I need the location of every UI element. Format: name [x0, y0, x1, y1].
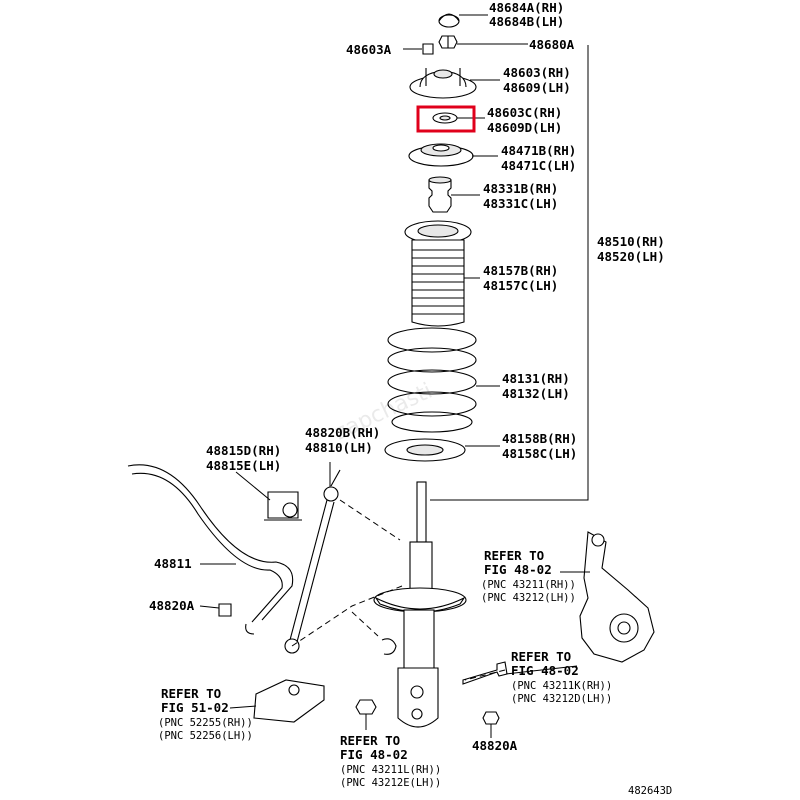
ref-knuckle-pnc-lh: (PNC 43212(LH))	[481, 592, 576, 604]
label-48331C[interactable]: 48331C(LH)	[483, 196, 558, 211]
ref-nut-fig[interactable]: FIG 48-02	[340, 747, 408, 762]
support-mount-48603[interactable]	[409, 68, 477, 99]
label-48815D[interactable]: 48815D(RH)	[206, 443, 281, 458]
label-48684B[interactable]: 48684B(LH)	[489, 14, 564, 29]
cap-48684[interactable]	[438, 13, 460, 28]
label-48609[interactable]: 48609(LH)	[503, 80, 571, 95]
shock-absorber-strut[interactable]	[373, 481, 467, 728]
label-48684A[interactable]: 48684A(RH)	[489, 0, 564, 15]
ref-nut-line1: REFER TO	[340, 733, 400, 748]
label-48131[interactable]: 48131(RH)	[502, 371, 570, 386]
assembly-bracket-48510	[430, 45, 589, 501]
label-48820A-left[interactable]: 48820A	[149, 598, 195, 613]
label-48810[interactable]: 48810(LH)	[305, 440, 373, 455]
steering-knuckle[interactable]	[579, 531, 655, 663]
stabilizer-bar-48811[interactable]	[127, 464, 294, 635]
label-48811[interactable]: 48811	[154, 556, 192, 571]
label-48820B[interactable]: 48820B(RH)	[305, 425, 380, 440]
label-48157B[interactable]: 48157B(RH)	[483, 263, 558, 278]
ref-nut-pnc-lh: (PNC 43212E(LH))	[340, 777, 441, 789]
ref-bracket-line1: REFER TO	[161, 686, 221, 701]
ref-knuckle-line1: REFER TO	[484, 548, 544, 563]
label-48820A-bottom[interactable]: 48820A	[472, 738, 518, 753]
ref-bolt-line1: REFER TO	[511, 649, 571, 664]
label-48471B[interactable]: 48471B(RH)	[501, 143, 576, 158]
spring-seat-48471[interactable]	[408, 143, 474, 167]
washer-48603C[interactable]	[432, 112, 458, 124]
strut-nut[interactable]	[355, 699, 377, 715]
ref-knuckle-fig[interactable]: FIG 48-02	[484, 562, 552, 577]
coil-spring-48131[interactable]	[387, 327, 477, 433]
label-48609D[interactable]: 48609D(LH)	[487, 120, 562, 135]
highlight-box-48603C	[416, 105, 476, 133]
ref-bolt-pnc-rh: (PNC 43211K(RH))	[511, 680, 612, 692]
label-48603A[interactable]: 48603A	[346, 42, 392, 57]
nut-48820A-bottom[interactable]	[482, 711, 500, 725]
ref-bolt-fig[interactable]: FIG 48-02	[511, 663, 579, 678]
nut-48680A[interactable]	[438, 35, 458, 49]
label-48603[interactable]: 48603(RH)	[503, 65, 571, 80]
strut-bolt[interactable]	[462, 661, 508, 685]
diagram-code: 482643D	[628, 785, 672, 797]
label-48520[interactable]: 48520(LH)	[597, 249, 665, 264]
label-48331B[interactable]: 48331B(RH)	[483, 181, 558, 196]
nut-48820A-left[interactable]	[218, 603, 232, 617]
label-48132[interactable]: 48132(LH)	[502, 386, 570, 401]
ref-bracket-fig[interactable]: FIG 51-02	[161, 700, 229, 715]
label-48471C[interactable]: 48471C(LH)	[501, 158, 576, 173]
dust-boot-48157[interactable]	[404, 220, 472, 327]
label-48603C[interactable]: 48603C(RH)	[487, 105, 562, 120]
ref-nut-pnc-rh: (PNC 43211L(RH))	[340, 764, 441, 776]
ref-knuckle-pnc-rh: (PNC 43211(RH))	[481, 579, 576, 591]
ref-bracket-pnc-lh: (PNC 52256(LH))	[158, 730, 253, 742]
spring-insulator-48158[interactable]	[384, 438, 466, 462]
subframe-bracket[interactable]	[253, 679, 325, 723]
label-48157C[interactable]: 48157C(LH)	[483, 278, 558, 293]
ref-bracket-pnc-rh: (PNC 52255(RH))	[158, 717, 253, 729]
bump-stopper-48331[interactable]	[428, 176, 452, 213]
label-48815E[interactable]: 48815E(LH)	[206, 458, 281, 473]
nut-48603A[interactable]	[422, 43, 434, 55]
label-48158B[interactable]: 48158B(RH)	[502, 431, 577, 446]
label-48680A[interactable]: 48680A	[529, 37, 575, 52]
label-48158C[interactable]: 48158C(LH)	[502, 446, 577, 461]
label-48510[interactable]: 48510(RH)	[597, 234, 665, 249]
stabilizer-bushing-48815[interactable]	[264, 491, 302, 521]
ref-bolt-pnc-lh: (PNC 43212D(LH))	[511, 693, 612, 705]
